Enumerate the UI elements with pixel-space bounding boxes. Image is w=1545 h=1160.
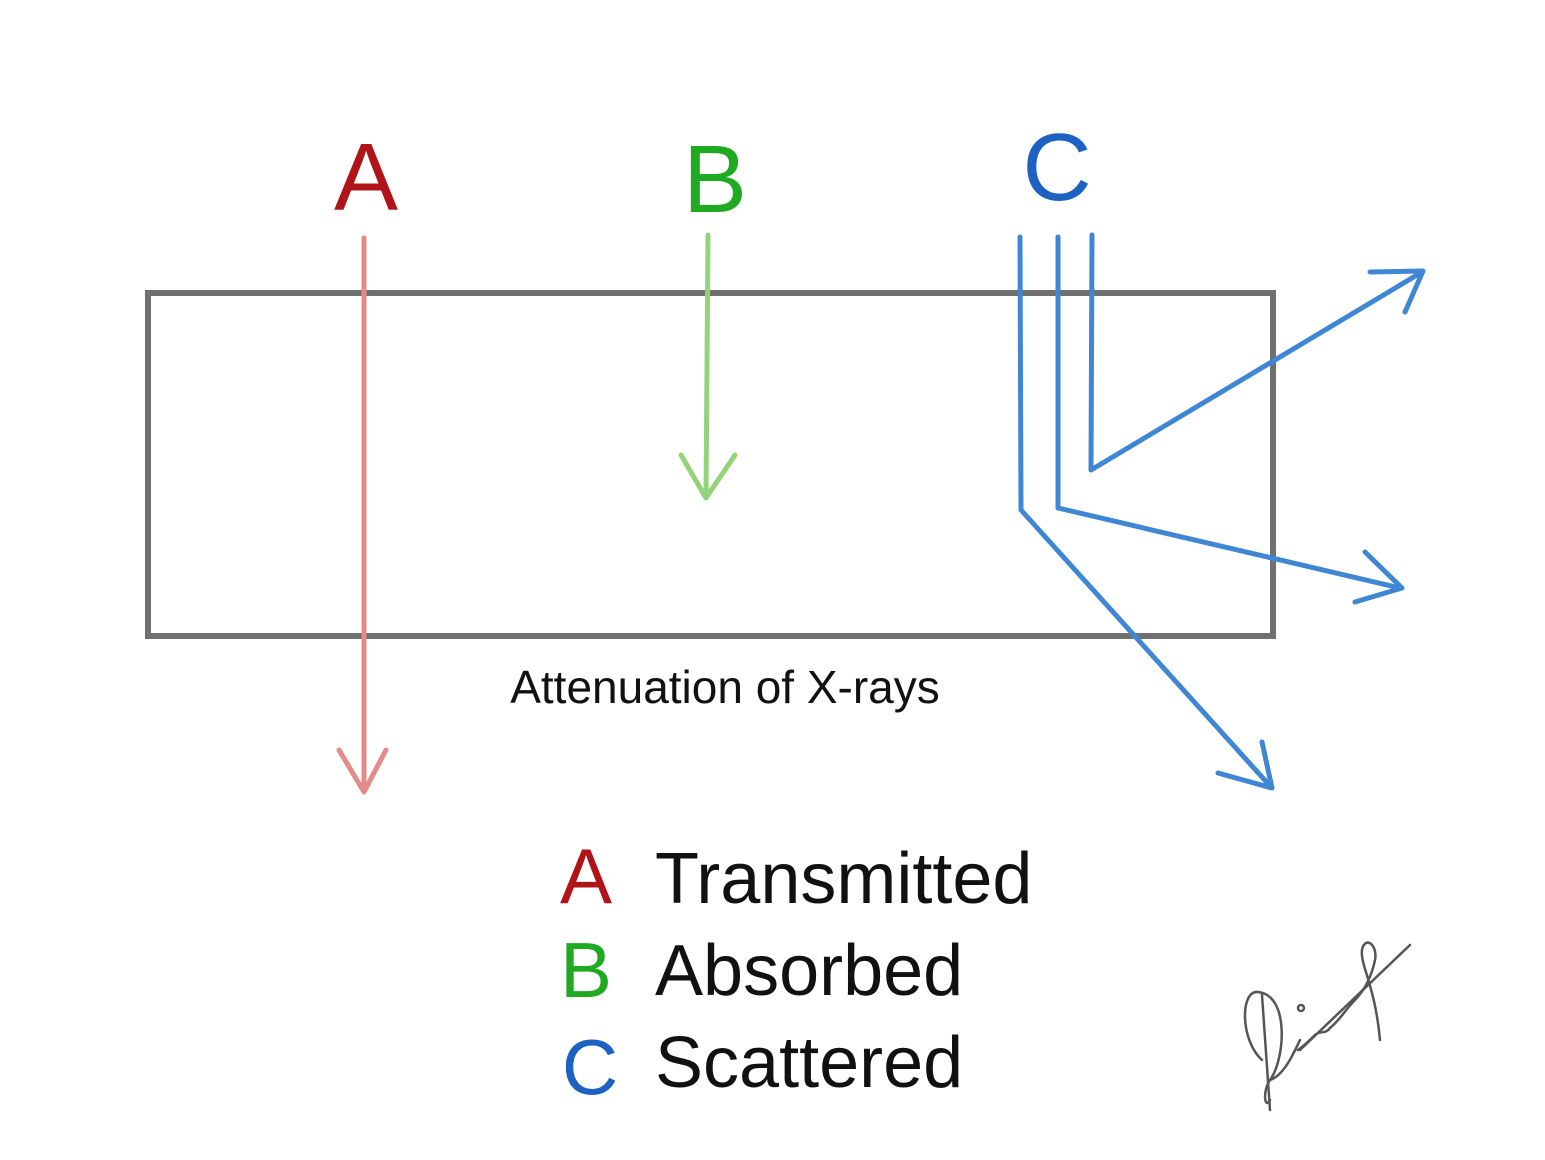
transmitted-ray-arrow xyxy=(336,235,389,795)
legend-label-absorbed: Absorbed xyxy=(655,931,963,1011)
legend: A Transmitted B Absorbed C Scattered xyxy=(560,832,1032,1111)
beam-label-a: A xyxy=(334,124,398,231)
legend-label-transmitted: Transmitted xyxy=(655,839,1032,919)
absorbed-ray-arrow xyxy=(678,232,738,501)
attenuating-material-block xyxy=(145,290,1276,639)
legend-letter-c: C xyxy=(562,1023,618,1111)
legend-letter-b: B xyxy=(560,926,612,1014)
signature xyxy=(1243,941,1412,1112)
legend-letter-a: A xyxy=(560,832,612,920)
legend-label-scattered: Scattered xyxy=(655,1023,963,1103)
diagram-caption: Attenuation of X-rays xyxy=(510,661,940,713)
beam-label-b: B xyxy=(683,126,747,233)
beam-label-c: C xyxy=(1022,114,1091,221)
scattered-ray-arrows xyxy=(1017,232,1426,791)
